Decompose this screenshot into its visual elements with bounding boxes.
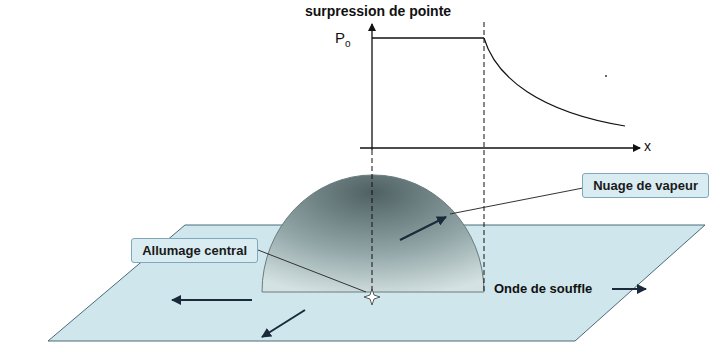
blast-arrow — [400, 217, 446, 240]
distance-axis — [360, 147, 640, 148]
pressure-axis — [371, 24, 372, 150]
subscript: o — [345, 38, 351, 49]
vapour-dome — [262, 175, 484, 292]
axis-extension — [372, 150, 373, 294]
ignition-point — [364, 289, 380, 305]
callout-text: Allumage central — [142, 243, 247, 258]
dot — [605, 75, 607, 77]
axis-title: surpression de pointe — [305, 3, 451, 19]
cloud-edge-line — [484, 22, 485, 292]
axis-label: x — [644, 138, 651, 154]
pressure-symbol: P — [335, 29, 345, 46]
blast-arrow — [612, 288, 646, 290]
wave-label: Onde de souffle — [494, 281, 592, 296]
leader-line — [450, 188, 583, 214]
leader-line — [258, 250, 366, 292]
decay-curve — [484, 38, 625, 126]
callout-box: Nuage de vapeur — [582, 173, 709, 198]
plateau-line — [372, 37, 484, 38]
callout-text: Nuage de vapeur — [593, 178, 698, 193]
blast-arrow — [172, 299, 252, 301]
callout-box: Allumage central — [131, 238, 258, 263]
blast-arrow — [262, 310, 305, 337]
